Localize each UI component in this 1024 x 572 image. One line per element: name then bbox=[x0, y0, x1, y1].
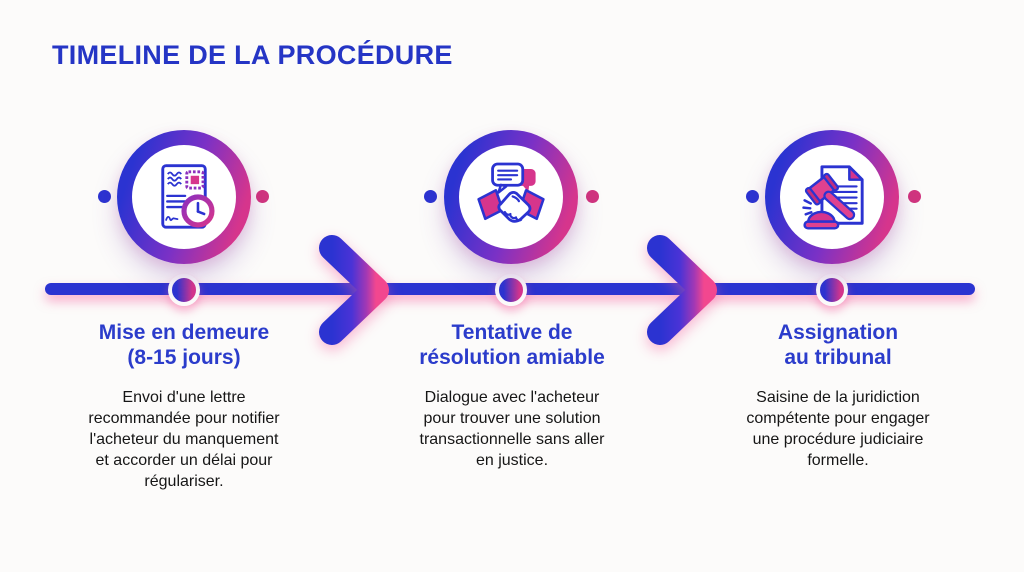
accent-dot-pink bbox=[586, 190, 599, 203]
page-title: TIMELINE DE LA PROCÉDURE bbox=[52, 40, 453, 70]
step-desc-line: l'acheteur du manquement bbox=[89, 431, 279, 448]
step-desc-line: en justice. bbox=[475, 452, 549, 469]
step-desc-line: Dialogue avec l'acheteur bbox=[424, 389, 600, 406]
step-2-text: Tentative de résolution amiable Dialogue… bbox=[382, 320, 642, 471]
step-desc-line: régulariser. bbox=[144, 473, 224, 490]
timeline-node-3 bbox=[816, 274, 848, 306]
accent-dot-blue bbox=[746, 190, 759, 203]
accent-dot-blue bbox=[98, 190, 111, 203]
step-2-title: Tentative de résolution amiable bbox=[382, 320, 642, 370]
step-1-badge bbox=[117, 130, 251, 264]
step-3-description: Saisine de la juridiction compétente pou… bbox=[708, 387, 968, 471]
handshake-icon bbox=[477, 162, 545, 223]
step-1-title: Mise en demeure (8-15 jours) bbox=[54, 320, 314, 370]
step-desc-line: transactionnelle sans aller bbox=[419, 431, 605, 448]
step-2-badge bbox=[444, 130, 578, 264]
step-3-text: Assignation au tribunal Saisine de la ju… bbox=[708, 320, 968, 471]
step-desc-line: Envoi d'une lettre bbox=[122, 389, 246, 406]
step-2-description: Dialogue avec l'acheteur pour trouver un… bbox=[382, 387, 642, 471]
step-title-line: (8-15 jours) bbox=[127, 346, 241, 369]
step-title-line: au tribunal bbox=[784, 346, 892, 369]
step-3-badge bbox=[765, 130, 899, 264]
step-desc-line: une procédure judiciaire bbox=[752, 431, 924, 448]
step-3-badge-inner bbox=[780, 145, 884, 249]
step-desc-line: recommandée pour notifier bbox=[88, 410, 280, 427]
timeline-node-1 bbox=[168, 274, 200, 306]
step-desc-line: formelle. bbox=[807, 452, 869, 469]
timeline-node-2 bbox=[495, 274, 527, 306]
arrow-chevron-icon bbox=[647, 235, 717, 345]
step-desc-line: Saisine de la juridiction bbox=[756, 389, 920, 406]
step-1-badge-inner bbox=[132, 145, 236, 249]
step-desc-line: compétente pour engager bbox=[746, 410, 930, 427]
step-1-text: Mise en demeure (8-15 jours) Envoi d'une… bbox=[54, 320, 314, 492]
accent-dot-pink bbox=[256, 190, 269, 203]
arrow-chevron-icon bbox=[319, 235, 389, 345]
step-2-badge-inner bbox=[459, 145, 563, 249]
accent-dot-blue bbox=[424, 190, 437, 203]
step-title-line: Tentative de bbox=[451, 321, 573, 344]
step-desc-line: et accorder un délai pour bbox=[95, 452, 273, 469]
step-title-line: résolution amiable bbox=[419, 346, 605, 369]
step-3-title: Assignation au tribunal bbox=[708, 320, 968, 370]
accent-dot-pink bbox=[908, 190, 921, 203]
step-title-line: Mise en demeure bbox=[98, 321, 270, 344]
step-title-line: Assignation bbox=[777, 321, 899, 344]
step-desc-line: pour trouver une solution bbox=[423, 410, 601, 427]
step-1-description: Envoi d'une lettre recommandée pour noti… bbox=[54, 387, 314, 492]
registered-letter-icon bbox=[161, 164, 215, 229]
gavel-icon bbox=[802, 165, 864, 230]
